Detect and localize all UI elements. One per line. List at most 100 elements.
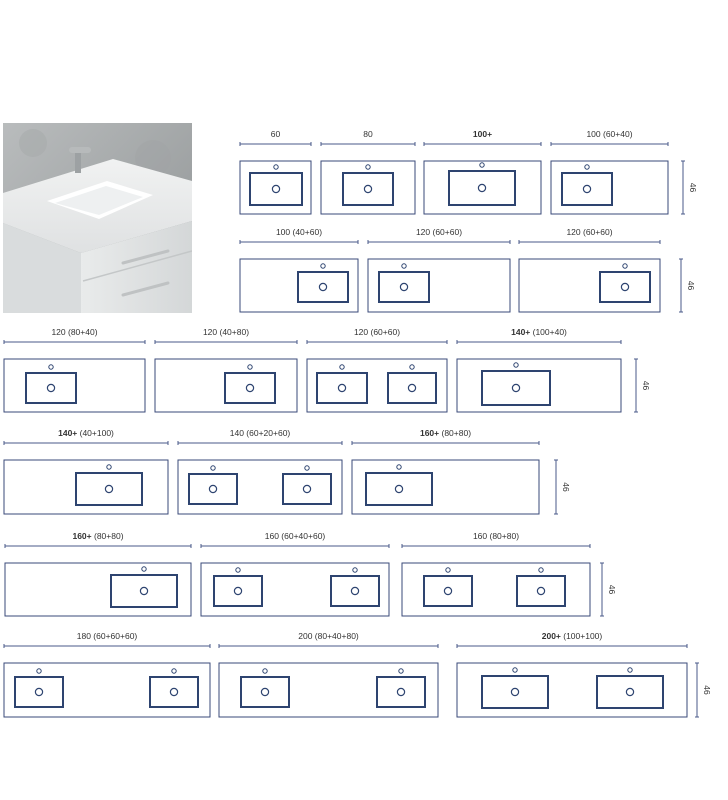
basin-outline [110,574,178,608]
config-item: 160+ (80+80) [4,531,192,617]
config-item: 140 (60+20+60) [177,428,343,515]
basin-outline [516,575,566,607]
drain-icon [536,586,546,596]
width-label: 120 (60+60) [416,227,462,237]
config-row: 60 80 100+ 100 (60+40) 46 [239,129,698,215]
drain-icon [260,687,270,697]
width-label-text: 100 (40+60) [276,227,322,237]
basin-outline [448,170,516,206]
width-label-text: (100+100) [561,631,603,641]
drain-icon [625,687,635,697]
drain-icon [139,586,149,596]
width-label-bold: 160+ [72,531,91,541]
config-item: 120 (60+60) [306,327,448,413]
tap-hole-icon [584,164,590,170]
width-label: 140+ (40+100) [58,428,114,438]
basin-outline [599,271,651,303]
basin-outline [224,372,276,404]
config-item: 120 (60+60) [518,227,661,313]
drain-icon [271,184,281,194]
width-label: 160 (60+40+60) [265,531,326,541]
tap-hole-icon [396,464,402,470]
drain-icon [510,687,520,697]
drain-icon [582,184,592,194]
width-label-bold: 200+ [542,631,561,641]
drain-icon [208,484,218,494]
drain-icon [104,484,114,494]
width-label-text: 80 [363,129,373,139]
drain-icon [337,383,347,393]
basin-outline [596,675,664,709]
width-label: 160 (80+80) [473,531,519,541]
width-label-text: (40+100) [77,428,114,438]
basin-outline [25,372,77,404]
config-item: 160 (60+40+60) [200,531,390,617]
tap-hole-icon [538,567,544,573]
depth-label: 46 [641,381,651,391]
drain-icon [169,687,179,697]
basin-outline [387,372,437,404]
config-item: 120 (40+80) [154,327,298,413]
drain-icon [511,383,521,393]
drain-icon [245,383,255,393]
drain-icon [318,282,328,292]
config-row: 180 (60+60+60) 200 (80+40+80) 200+ (100+10… [3,631,712,718]
tap-hole-icon [210,465,216,471]
vanity-photo-art [3,123,192,313]
drain-icon [443,586,453,596]
width-label: 80 [363,129,373,139]
width-label: 120 (80+40) [51,327,97,337]
config-item: 140+ (40+100) [3,428,169,515]
width-label: 180 (60+60+60) [77,631,138,641]
width-label-text: 120 (80+40) [51,327,97,337]
config-item: 80 [320,129,416,215]
basin-outline [316,372,368,404]
width-label: 140+ (100+40) [511,327,567,337]
basin-outline [282,473,332,505]
width-label-text: (100+40) [530,327,567,337]
config-item: 60 [239,129,312,215]
tap-hole-icon [365,164,371,170]
basin-outline [481,370,551,406]
width-label: 100+ [473,129,492,139]
depth-label: 46 [688,183,698,193]
basin-outline [240,676,290,708]
config-item: 100+ [423,129,542,215]
width-label: 140 (60+20+60) [230,428,291,438]
config-item: 140+ (100+40) [456,327,622,413]
config-item: 200+ (100+100) [456,631,688,718]
width-label-bold: 140+ [58,428,77,438]
width-label-text: 160 (60+40+60) [265,531,326,541]
width-label-text: (80+80) [439,428,471,438]
width-label: 160+ (80+80) [420,428,471,438]
config-item: 120 (80+40) [3,327,146,413]
vanity-photo [3,123,192,313]
width-label: 120 (40+80) [203,327,249,337]
tap-hole-icon [141,566,147,572]
basin-outline [249,172,303,206]
config-row: 140+ (40+100) 140 (60+20+60) 160+ (80+80) 4… [3,428,571,515]
config-item: 100 (60+40) [550,129,669,215]
tap-hole-icon [304,465,310,471]
depth-label: 46 [561,482,571,492]
width-label: 200 (80+40+80) [298,631,359,641]
width-label-text: 140 (60+20+60) [230,428,291,438]
tap-hole-icon [36,668,42,674]
tap-hole-icon [171,668,177,674]
basin-outline [423,575,473,607]
drain-icon [350,586,360,596]
tap-hole-icon [512,667,518,673]
drain-icon [620,282,630,292]
basin-outline [149,676,199,708]
config-item: 100 (40+60) [239,227,359,313]
tap-hole-icon [627,667,633,673]
tap-hole-icon [247,364,253,370]
width-label-text: 120 (60+60) [354,327,400,337]
tap-hole-icon [513,362,519,368]
width-label: 160+ (80+80) [72,531,123,541]
depth-label: 46 [686,281,696,291]
config-item: 180 (60+60+60) [3,631,211,718]
config-row: 120 (80+40) 120 (40+80) 120 (60+60) 140+ (1… [3,327,651,413]
drain-icon [302,484,312,494]
